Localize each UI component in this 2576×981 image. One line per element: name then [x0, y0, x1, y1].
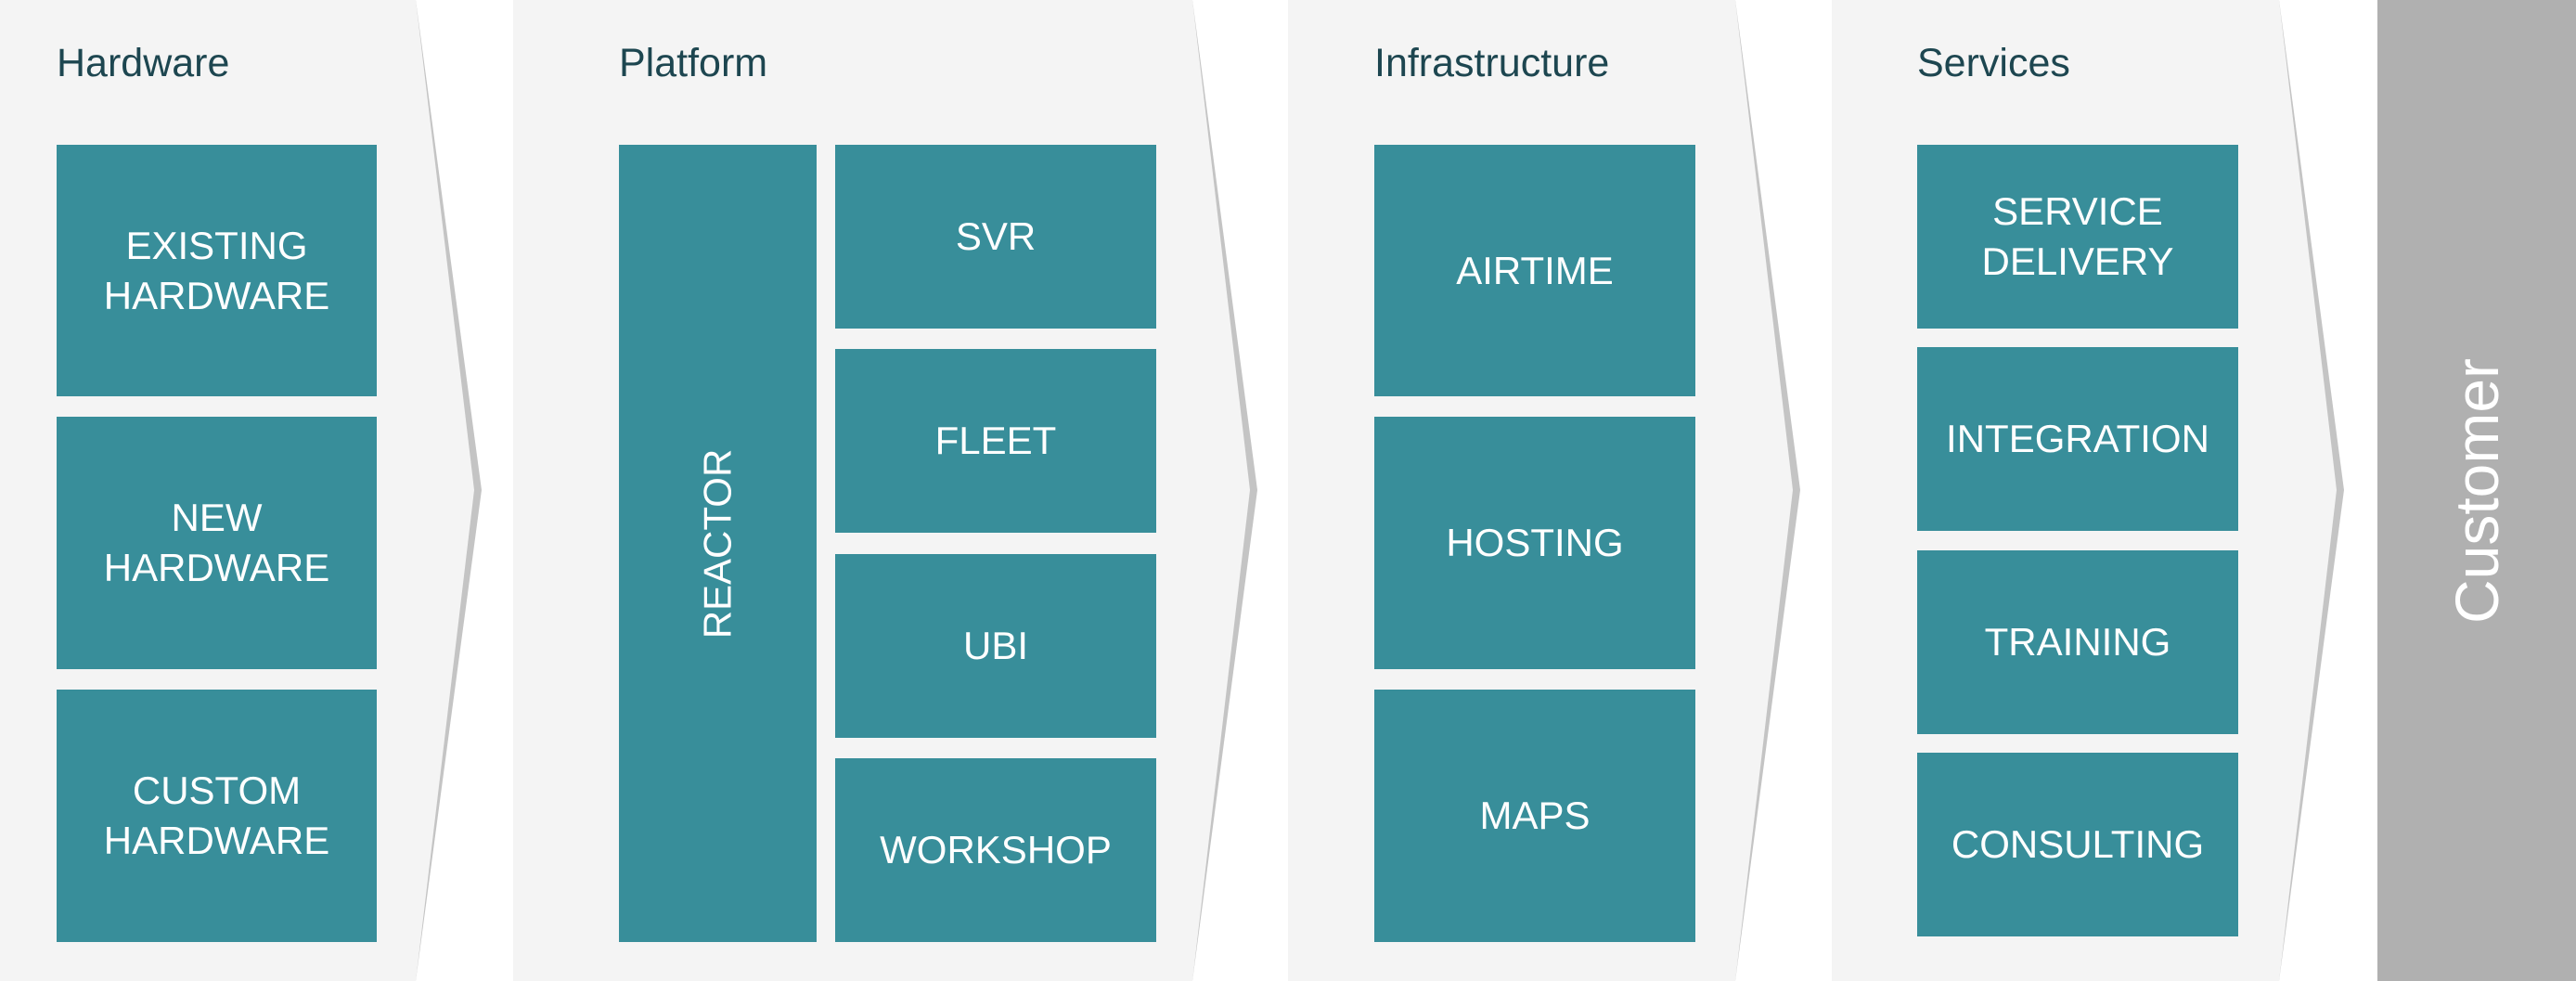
customer-label: Customer	[2442, 357, 2512, 624]
training-label: TRAINING	[1984, 620, 2171, 664]
existing-hardware-box: EXISTING HARDWARE	[57, 145, 377, 396]
integration-box: INTEGRATION	[1917, 347, 2238, 531]
training-box: TRAINING	[1917, 550, 2238, 734]
fleet-label: FLEET	[934, 419, 1057, 462]
ubi-label: UBI	[962, 624, 1028, 667]
existing-hardware-label: EXISTING HARDWARE	[103, 223, 330, 317]
reactor-box: REACTOR	[619, 145, 817, 942]
new-hardware-label: NEW HARDWARE	[103, 496, 330, 589]
consulting-box: CONSULTING	[1917, 753, 2238, 936]
workshop-label: WORKSHOP	[880, 828, 1112, 871]
custom-hardware-label: CUSTOM HARDWARE	[103, 768, 330, 862]
infrastructure-title: Infrastructure	[1374, 41, 1610, 85]
hosting-label: HOSTING	[1446, 521, 1624, 564]
workshop-box: WORKSHOP	[835, 758, 1156, 942]
consulting-label: CONSULTING	[1951, 822, 2205, 866]
service-delivery-box: SERVICE DELIVERY	[1917, 145, 2238, 329]
hardware-title: Hardware	[57, 41, 230, 85]
svr-box: SVR	[835, 145, 1156, 329]
ubi-box: UBI	[835, 554, 1156, 738]
customer-panel: Customer	[2377, 0, 2576, 981]
airtime-box: AIRTIME	[1374, 145, 1695, 396]
reactor-label: REACTOR	[695, 448, 740, 639]
service-delivery-label: SERVICE DELIVERY	[1981, 189, 2174, 283]
services-title: Services	[1917, 41, 2070, 85]
integration-label: INTEGRATION	[1946, 417, 2209, 460]
custom-hardware-box: CUSTOM HARDWARE	[57, 690, 377, 942]
maps-box: MAPS	[1374, 690, 1695, 942]
platform-title: Platform	[619, 41, 768, 85]
airtime-label: AIRTIME	[1456, 248, 1614, 292]
new-hardware-box: NEW HARDWARE	[57, 417, 377, 669]
fleet-box: FLEET	[835, 349, 1156, 533]
maps-label: MAPS	[1479, 794, 1591, 837]
hosting-box: HOSTING	[1374, 417, 1695, 669]
svr-label: SVR	[955, 214, 1037, 258]
